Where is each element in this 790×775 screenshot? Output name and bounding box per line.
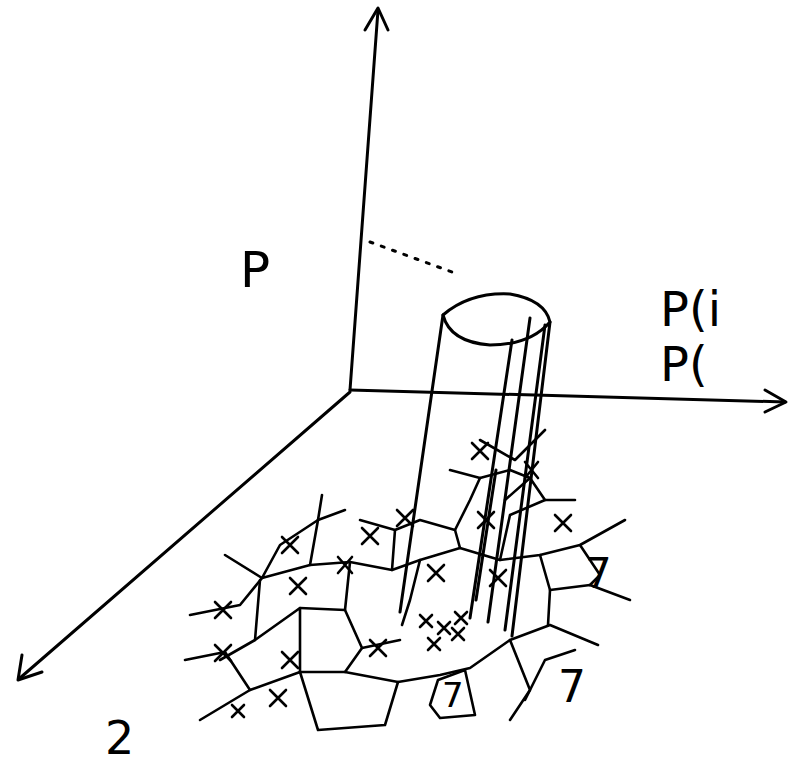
cross-marks <box>215 443 571 717</box>
arrow-head <box>18 655 42 680</box>
dotted-line <box>370 242 452 272</box>
voronoi-grid <box>185 430 630 730</box>
handwritten-label: 7 <box>442 678 464 712</box>
depth-axis <box>20 392 350 678</box>
handwritten-label: P( <box>660 340 708 388</box>
vertical-axis <box>350 10 378 390</box>
horizontal-axis <box>350 390 785 402</box>
handwritten-label: 7 <box>585 553 612 595</box>
handwritten-label: P(i <box>660 285 721 333</box>
handwritten-label: 7 <box>558 665 586 709</box>
arrow-head <box>765 390 786 412</box>
cylinder <box>400 294 550 636</box>
handwritten-label: P <box>240 245 270 295</box>
arrow-head <box>365 8 388 30</box>
handwritten-label: 2 <box>105 715 134 761</box>
